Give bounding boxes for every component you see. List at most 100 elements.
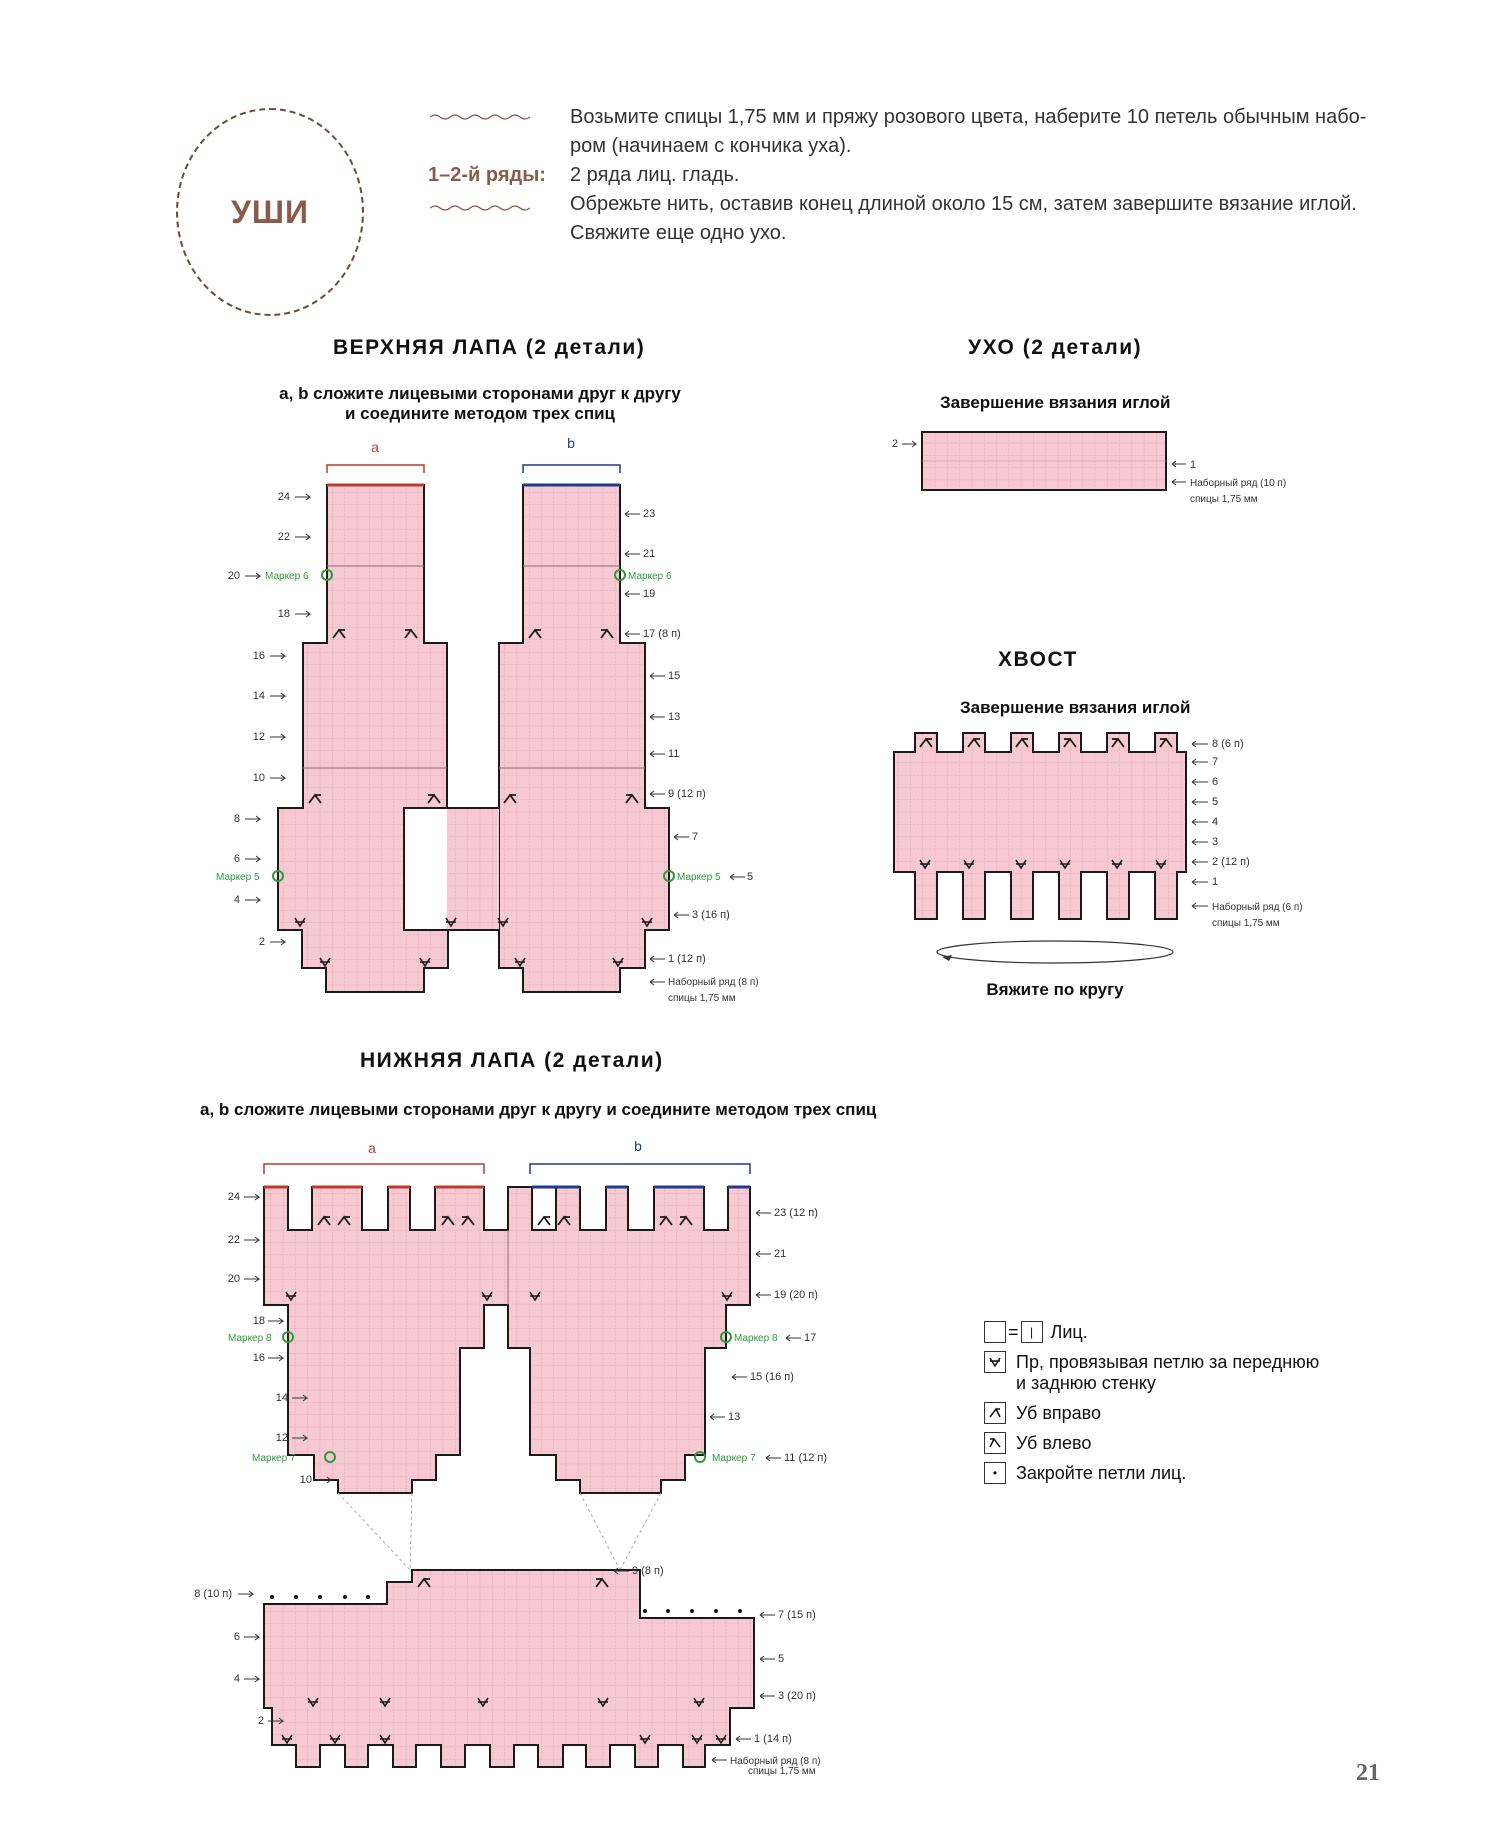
svg-text:9 (8 п): 9 (8 п) xyxy=(632,1565,664,1577)
svg-text:22: 22 xyxy=(278,531,290,543)
svg-text:17: 17 xyxy=(804,1332,816,1344)
upper-paw-bridge xyxy=(447,808,499,930)
legend-dec-right: Уб вправо xyxy=(984,1402,1344,1424)
legend-text: и заднюю стенку xyxy=(1016,1373,1156,1393)
section-badge: УШИ xyxy=(176,108,364,316)
svg-text:3 (16 п): 3 (16 п) xyxy=(692,909,730,921)
svg-text:14: 14 xyxy=(276,1392,288,1404)
tail-piece xyxy=(893,732,1187,920)
svg-text:24: 24 xyxy=(278,491,290,503)
svg-text:16: 16 xyxy=(253,1352,265,1364)
row-label: 1–2-й ряды: xyxy=(428,164,546,186)
section-title-ears: УШИ xyxy=(230,193,310,230)
marker-7-icon xyxy=(324,1451,336,1463)
decrease-left-icon xyxy=(984,1432,1006,1454)
instruction-line: Возьмите спицы 1,75 мм и пряжу розового … xyxy=(570,106,1367,128)
svg-text:5: 5 xyxy=(778,1653,784,1665)
marker-6-label: Маркер 6 xyxy=(265,571,309,582)
lower-cast-on: Наборный ряд (8 п) xyxy=(730,1755,821,1767)
svg-text:4: 4 xyxy=(234,1673,240,1685)
instruction-line: Обрежьте нить, оставив конец длиной окол… xyxy=(570,193,1357,215)
bind-off-icon: • xyxy=(984,1462,1006,1484)
svg-text:24: 24 xyxy=(228,1191,240,1203)
svg-text:7 (15 п): 7 (15 п) xyxy=(778,1609,816,1621)
lower-bottom-right-labels: 9 (8 п) 7 (15 п) 5 3 (20 п) 1 (14 п) xyxy=(632,1565,816,1745)
svg-text:2 (12 п): 2 (12 п) xyxy=(1212,856,1250,868)
svg-text:18: 18 xyxy=(253,1315,265,1327)
svg-text:1: 1 xyxy=(1212,876,1218,888)
tail-subtitle: Завершение вязания иглой xyxy=(960,698,1191,717)
instruction-line: ром (начинаем с кончика уха). xyxy=(570,135,852,157)
lower-left-row-labels: 24 22 20 18 16 14 12 10 xyxy=(228,1191,312,1486)
increase-icon xyxy=(984,1351,1006,1373)
svg-text:20: 20 xyxy=(228,570,240,582)
legend-text: Закройте петли лиц. xyxy=(1016,1462,1187,1483)
legend-text: Лиц. xyxy=(1050,1321,1088,1342)
marker-5-icon xyxy=(272,870,284,882)
upper-paw-subtitle-line: и соедините методом трех спиц xyxy=(345,404,615,423)
cast-on-label: Наборный ряд (8 п) xyxy=(668,976,759,988)
left-row-labels: 24 22 20 18 16 14 12 10 8 6 4 2 xyxy=(228,491,290,948)
marker-5-label: Маркер 5 xyxy=(677,872,721,883)
marker-6-label: Маркер 6 xyxy=(628,571,672,582)
svg-text:3: 3 xyxy=(1212,836,1218,848)
marker-7-label: Маркер 7 xyxy=(712,1453,756,1464)
marker-5-icon xyxy=(663,870,675,882)
svg-text:11 (12 п): 11 (12 п) xyxy=(784,1452,827,1464)
increase-symbols xyxy=(294,917,653,968)
marker-6-icon xyxy=(321,569,333,581)
svg-text:2: 2 xyxy=(259,936,265,948)
lower-needles: спицы 1,75 мм xyxy=(748,1766,816,1777)
upper-paw-title: ВЕРХНЯЯ ЛАПА (2 детали) xyxy=(333,336,646,359)
page-number: 21 xyxy=(1356,1760,1380,1786)
lower-paw-top-piece xyxy=(263,1186,751,1494)
svg-text:19 (20 п): 19 (20 п) xyxy=(774,1289,818,1301)
svg-text:9 (12 п): 9 (12 п) xyxy=(668,788,706,800)
svg-text:10: 10 xyxy=(253,772,265,784)
legend-increase-cont: и заднюю стенку xyxy=(984,1373,1344,1394)
svg-text:5: 5 xyxy=(1212,796,1218,808)
lower-paw-title: НИЖНЯЯ ЛАПА (2 детали) xyxy=(360,1049,664,1072)
legend-bind-off: • Закройте петли лиц. xyxy=(984,1462,1344,1484)
svg-text:23: 23 xyxy=(643,508,655,520)
ear-row-2: 2 xyxy=(892,438,898,450)
svg-text:4: 4 xyxy=(1212,816,1218,828)
lower-paw-subtitle: a, b сложите лицевыми сторонами друг к д… xyxy=(200,1100,877,1119)
instruction-line: 2 ряда лиц. гладь. xyxy=(570,164,740,186)
lower-right-row-labels: 23 (12 п) 21 19 (20 п) 17 15 (16 п) 13 1… xyxy=(728,1207,827,1464)
marker-7-icon xyxy=(694,1451,706,1463)
lower-paw-bottom-piece xyxy=(263,1569,755,1768)
wavy-divider-icon xyxy=(430,205,530,211)
tail-chart: 8 (6 п) 7 6 5 4 3 2 (12 п) 1 Наборный ря… xyxy=(893,732,1303,964)
ear-title: УХО (2 детали) xyxy=(968,336,1143,359)
blank-cell-icon xyxy=(984,1321,1006,1343)
tail-title: ХВОСТ xyxy=(998,648,1078,671)
round-arrow-icon xyxy=(936,940,1174,964)
label-a: a xyxy=(371,439,379,455)
tail-round-note: Вяжите по кругу xyxy=(986,980,1124,999)
svg-text:22: 22 xyxy=(228,1234,240,1246)
marker-6-icon xyxy=(614,569,626,581)
knit-icon: | xyxy=(1020,1321,1043,1343)
marker-5-label: Маркер 5 xyxy=(216,872,260,883)
svg-text:11: 11 xyxy=(668,748,679,760)
ear-cast-on: Наборный ряд (10 п) xyxy=(1190,477,1286,489)
wavy-divider-icon xyxy=(430,114,530,120)
svg-text:7: 7 xyxy=(692,831,698,843)
marker-8-icon xyxy=(720,1331,732,1343)
svg-text:16: 16 xyxy=(253,650,265,662)
upper-paw-chart: a b Маркер 6 Маркер 6 Маркер 5 Маркер 5 … xyxy=(216,435,759,1004)
lower-paw-chart: a b Маркер 8 Маркер 8 Маркер 7 Маркер 7 xyxy=(194,1138,827,1768)
legend-dec-left: Уб влево xyxy=(984,1432,1344,1454)
upper-paw-piece-b xyxy=(495,484,670,993)
svg-text:3 (20 п): 3 (20 п) xyxy=(778,1690,816,1702)
svg-text:8 (6 п): 8 (6 п) xyxy=(1212,738,1244,750)
svg-text:1 (14 п): 1 (14 п) xyxy=(754,1733,792,1745)
svg-text:12: 12 xyxy=(253,731,265,743)
marker-8-icon xyxy=(282,1331,294,1343)
upper-paw-piece-a xyxy=(277,484,449,993)
decrease-symbols xyxy=(308,628,639,804)
legend-knit: = | Лиц. xyxy=(984,1321,1344,1343)
svg-text:6: 6 xyxy=(234,853,240,865)
tail-needles: спицы 1,75 мм xyxy=(1212,918,1280,929)
